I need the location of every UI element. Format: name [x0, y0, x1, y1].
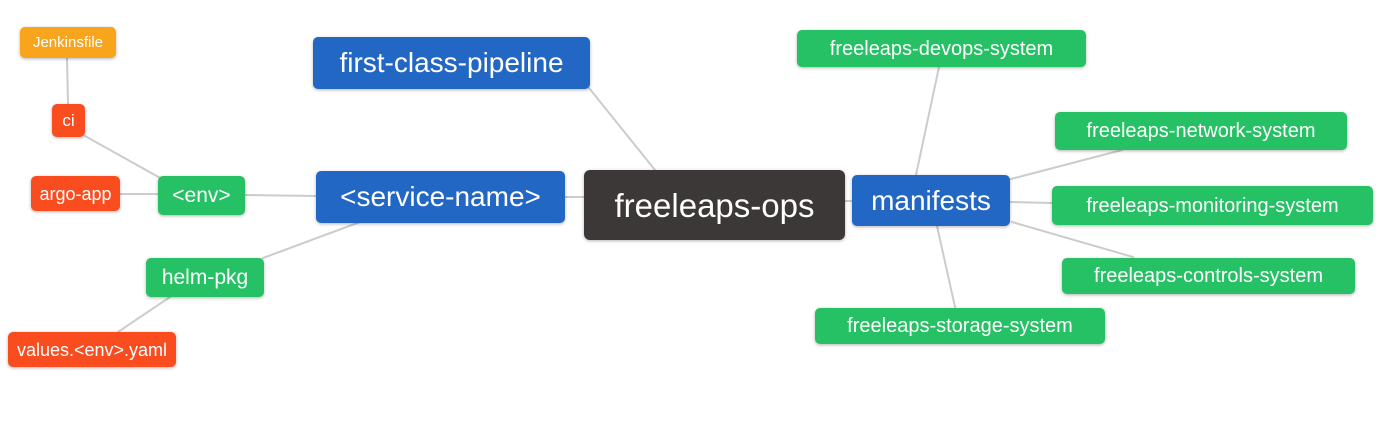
node-freeleaps-controls-system[interactable]: freeleaps-controls-system	[1062, 258, 1355, 294]
edge-env-servicename	[244, 194, 317, 197]
node-env[interactable]: <env>	[158, 176, 245, 215]
edge-manifests-storage	[936, 225, 956, 308]
edge-jenkinsfile-ci	[66, 57, 69, 105]
edge-ci-env	[84, 135, 163, 180]
node-service-name[interactable]: <service-name>	[316, 171, 565, 223]
edge-manifests-controls	[1011, 221, 1134, 258]
node-freeleaps-monitoring-system[interactable]: freeleaps-monitoring-system	[1052, 186, 1373, 225]
node-ci[interactable]: ci	[52, 104, 85, 137]
node-freeleaps-storage-system[interactable]: freeleaps-storage-system	[815, 308, 1105, 344]
node-jenkinsfile[interactable]: Jenkinsfile	[20, 27, 116, 58]
node-argo-app[interactable]: argo-app	[31, 176, 120, 211]
node-freeleaps-devops-system[interactable]: freeleaps-devops-system	[797, 30, 1086, 67]
edge-values-helmpkg	[117, 296, 171, 333]
edge-manifests-monitoring	[1009, 201, 1053, 204]
edge-manifests-devops	[915, 66, 940, 176]
node-helm-pkg[interactable]: helm-pkg	[146, 258, 264, 297]
node-manifests[interactable]: manifests	[852, 175, 1010, 226]
edge-manifests-network	[1010, 149, 1123, 180]
node-freeleaps-ops[interactable]: freeleaps-ops	[584, 170, 845, 240]
node-values-env-yaml[interactable]: values.<env>.yaml	[8, 332, 176, 367]
edge-pipeline-ops	[588, 87, 656, 171]
edge-helmpkg-servicename	[262, 221, 361, 259]
node-first-class-pipeline[interactable]: first-class-pipeline	[313, 37, 590, 89]
node-freeleaps-network-system[interactable]: freeleaps-network-system	[1055, 112, 1347, 150]
